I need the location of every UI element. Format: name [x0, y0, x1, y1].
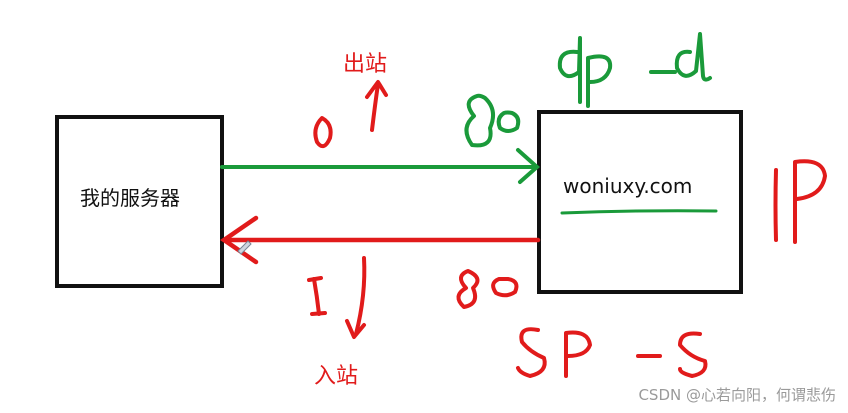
inbound-label: 入站 [314, 364, 359, 389]
port-zero-scribble [313, 116, 333, 149]
my-server-label: 我的服务器 [80, 186, 180, 210]
remote-server-box [537, 110, 743, 294]
port-80-bottom-scribble [456, 269, 480, 309]
pencil-cursor-icon [237, 240, 252, 255]
domain-label: woniuxy.com [563, 174, 693, 198]
inbound-arrow [220, 215, 541, 265]
sp-s-scribble [516, 327, 547, 378]
domain-underline [560, 209, 718, 215]
outbound-label: 出站 [343, 52, 388, 77]
letter-i-scribble [312, 277, 321, 316]
outbound-up-arrow [370, 82, 380, 132]
green-annotations [464, 32, 712, 148]
red-annotations [307, 80, 827, 378]
ip-scribble [773, 168, 778, 242]
dp-d-scribble [557, 36, 582, 104]
inbound-down-arrow [354, 256, 367, 336]
port-80-top-scribble [464, 93, 496, 148]
outbound-arrow [220, 148, 541, 184]
my-server-box [55, 115, 224, 288]
csdn-watermark: CSDN @心若向阳，何谓悲伤 [638, 386, 836, 404]
